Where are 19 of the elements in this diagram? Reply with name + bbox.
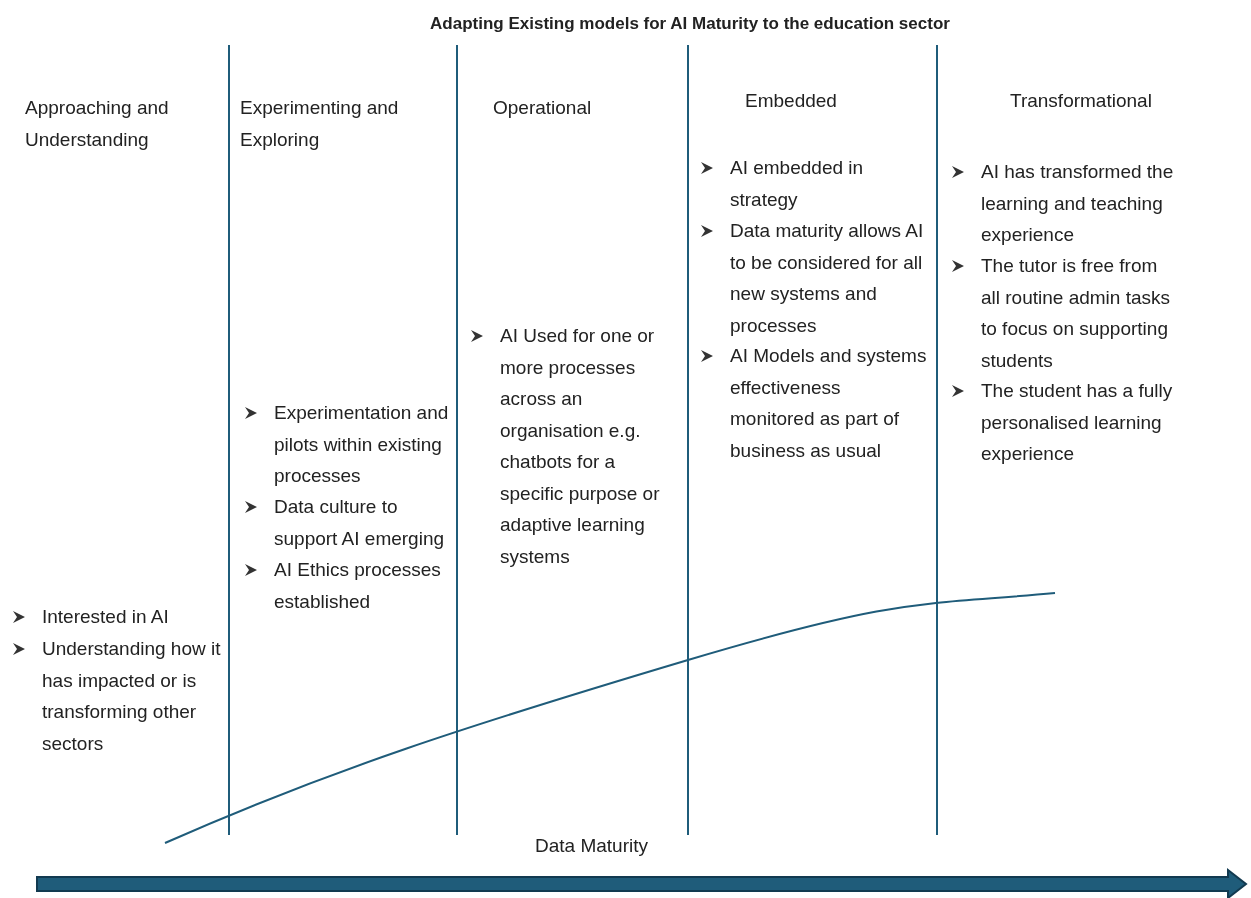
bullet-text: AI Models and systems effectiveness monitored as part of business as usual bbox=[730, 344, 928, 463]
bullet-text: Experimentation and pilots within existing processes bbox=[274, 401, 450, 488]
stage-heading: Approaching and Understanding bbox=[25, 96, 170, 152]
bullet-text: The tutor is free from all routine admin tasks to focus on supporting students bbox=[981, 254, 1172, 373]
bullet-text: AI embedded in strategy bbox=[730, 156, 865, 212]
bullet-text: Interested in AI bbox=[42, 605, 170, 629]
stage-heading: Experimenting and Exploring bbox=[240, 96, 400, 152]
bullet-text: AI has transformed the learning and teaching experience bbox=[981, 160, 1175, 247]
bullet-text: The student has a fully personalised learning experience bbox=[981, 379, 1174, 466]
stage-heading: Transformational bbox=[1010, 89, 1153, 113]
bullet-text: Data culture to support AI emerging bbox=[274, 495, 446, 551]
stage-heading: Operational bbox=[493, 96, 593, 120]
bullet-text: Data maturity allows AI to be considered for all new systems and processes bbox=[730, 219, 925, 338]
stage-heading: Embedded bbox=[745, 89, 838, 113]
title: Adapting Existing models for AI Maturity to the education sector bbox=[429, 14, 951, 34]
bullet-text: AI Ethics processes established bbox=[274, 558, 442, 614]
bullet-text: Understanding how it has impacted or is transforming other sectors bbox=[42, 637, 222, 756]
bullet-text: AI Used for one or more processes across an organisation e.g. chatbots for a specific purpose or adaptive learning systems bbox=[500, 324, 661, 569]
axis-label: Data Maturity bbox=[535, 834, 649, 858]
